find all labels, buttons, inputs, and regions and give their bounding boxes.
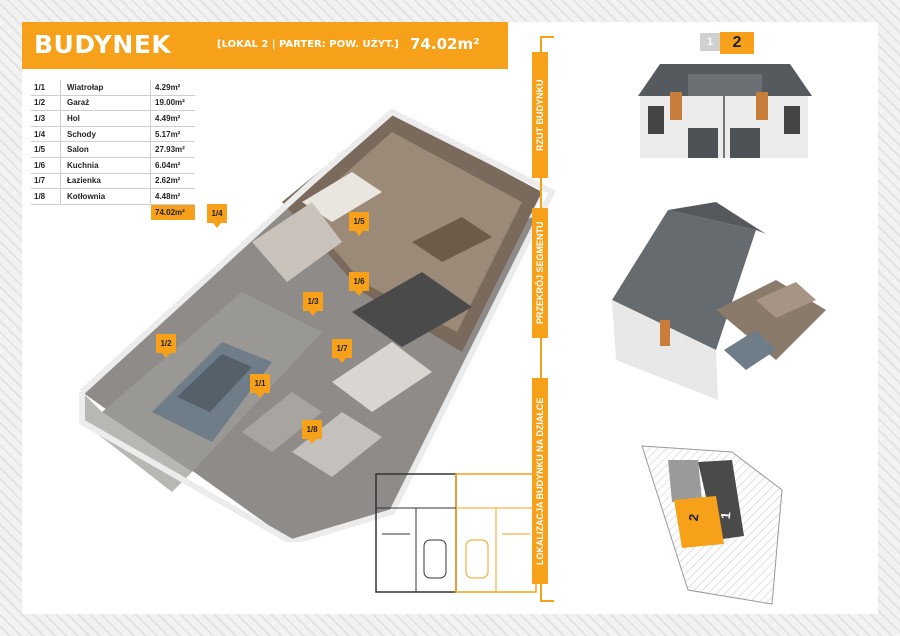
table-row: 1/1 Wiatrołap 4.29m² — [31, 80, 195, 96]
garage-door-left — [688, 128, 718, 158]
technical-floor-plan — [375, 473, 537, 593]
header-bar: BUDYNEK [LOKAL 2 | PARTER: POW. UŻYT.] 7… — [22, 22, 508, 69]
room-total: 74.02m² — [151, 204, 195, 220]
boiler-room-area — [292, 412, 382, 477]
section-wall — [612, 300, 718, 400]
segment-section-render — [612, 202, 826, 400]
site-plan — [641, 445, 783, 605]
label-section: PRZEKRÓJ SEGMENTU — [532, 208, 548, 338]
room-name: Schody — [61, 126, 151, 142]
room-table: 1/1 Wiatrołap 4.29m² 1/2 Garaż 19.00m² 1… — [31, 80, 195, 220]
room-area: 27.93m² — [155, 145, 185, 155]
room-name: Wiatrołap — [61, 80, 151, 95]
room-id: 1/4 — [31, 126, 61, 142]
kitchen-area — [352, 272, 472, 347]
room-area: 4.48m² — [155, 191, 181, 201]
room-name: Garaż — [61, 95, 151, 111]
room-id: 1/8 — [31, 189, 61, 204]
table-row: 1/7 Łazienka 2.62m² — [31, 173, 195, 190]
pin-1-3[interactable]: 1/3 — [303, 292, 323, 316]
table-row: 1/3 Hol 4.49m² — [31, 111, 195, 127]
pin-1-2[interactable]: 1/2 — [156, 334, 176, 358]
unit-number-current: 2 — [720, 32, 754, 54]
bathroom-area — [332, 342, 432, 412]
pin-1-7[interactable]: 1/7 — [332, 339, 352, 363]
pin-1-8[interactable]: 1/8 — [302, 420, 322, 444]
room-id: 1/7 — [31, 173, 61, 189]
table-row: 1/8 Kotłownia 4.48m² — [31, 189, 195, 205]
garage-door-right — [730, 128, 760, 158]
room-name: Kotłownia — [61, 189, 151, 204]
pin-1-5[interactable]: 1/5 — [349, 212, 369, 236]
vestibule-area — [242, 392, 322, 452]
unit-1-top — [668, 460, 702, 502]
room-name: Kuchnia — [61, 157, 151, 173]
wood-panel-right — [756, 92, 768, 120]
exterior-walls — [79, 108, 557, 542]
room-name: Hol — [61, 111, 151, 126]
room-area: 19.00m² — [155, 98, 185, 108]
wood-panel-left — [670, 92, 682, 120]
sofa — [302, 172, 382, 222]
room-area: 4.49m² — [155, 113, 181, 123]
floor-plan-illustration — [79, 108, 557, 542]
room-id: 1/6 — [31, 157, 61, 173]
table-row: 1/2 Garaż 19.00m² — [31, 95, 195, 112]
table-row: 1/5 Salon 27.93m² — [31, 142, 195, 158]
table-row: 1/6 Kuchnia 6.04m² — [31, 157, 195, 174]
room-area: 5.17m² — [155, 129, 181, 139]
brochure-sheet: BUDYNEK [LOKAL 2 | PARTER: POW. UŻYT.] 7… — [22, 22, 878, 614]
pin-1-1[interactable]: 1/1 — [250, 374, 270, 398]
building-elevation — [638, 64, 812, 158]
room-name: Łazienka — [61, 173, 151, 189]
unit-number-other: 1 — [700, 33, 720, 51]
label-elevation: RZUT BUDYNKU — [532, 52, 548, 178]
label-site: LOKALIZACJA BUDYNKU NA DZIAŁCE — [532, 378, 548, 584]
room-area: 4.29m² — [155, 82, 181, 92]
room-name: Salon — [61, 142, 151, 157]
dining-table — [412, 217, 492, 262]
stairs — [252, 202, 342, 282]
room-id: 1/1 — [31, 80, 61, 95]
section-roof — [612, 210, 756, 350]
pin-1-4[interactable]: 1/4 — [207, 204, 227, 228]
table-row: 1/4 Schody 5.17m² — [31, 126, 195, 143]
room-area: 2.62m² — [155, 176, 181, 186]
unit-1-footprint — [698, 460, 744, 540]
site-unit-1-label: 1 — [717, 511, 734, 520]
unit-2-footprint — [674, 496, 724, 548]
car-roof — [177, 354, 252, 412]
total-row: 74.02m² — [31, 204, 195, 220]
pin-1-6[interactable]: 1/6 — [349, 272, 369, 296]
room-area: 6.04m² — [155, 160, 181, 170]
site-unit-2-label: 2 — [685, 513, 702, 522]
page-title: BUDYNEK — [34, 30, 172, 59]
room-id: 1/2 — [31, 95, 61, 111]
unit-subtitle: [LOKAL 2 | PARTER: POW. UŻYT.] — [217, 39, 399, 50]
total-area: 74.02m² — [410, 35, 480, 53]
room-id: 1/5 — [31, 142, 61, 157]
room-id: 1/3 — [31, 111, 61, 126]
